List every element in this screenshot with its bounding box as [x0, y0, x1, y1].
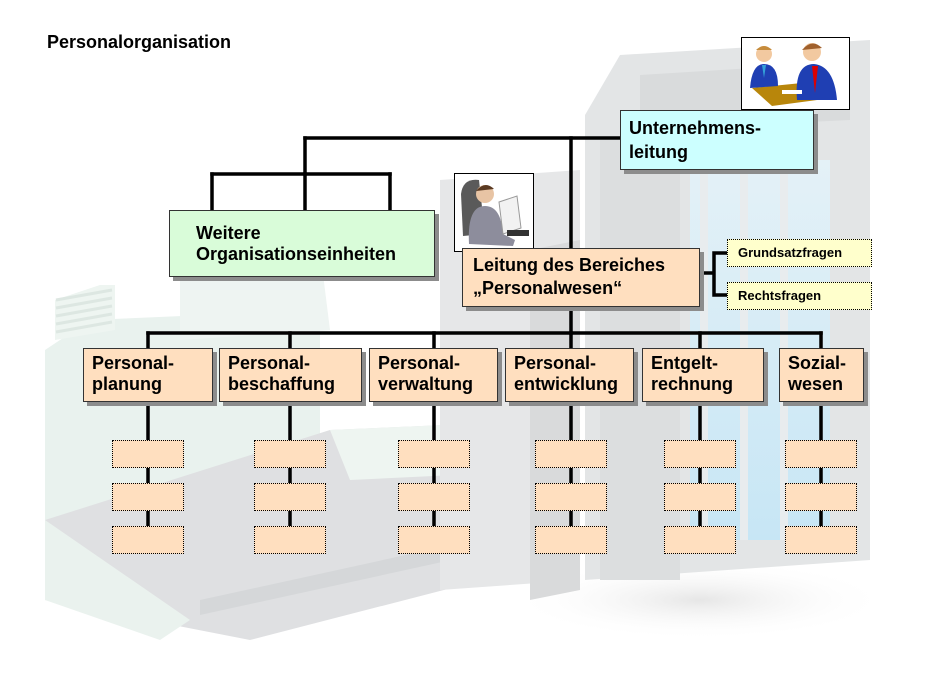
- department-personalentwicklung[interactable]: Personal- entwicklung: [505, 348, 634, 402]
- subunit-placeholder[interactable]: [112, 526, 184, 554]
- node-top-management[interactable]: Unternehmens- leitung: [620, 110, 814, 170]
- subunit-placeholder[interactable]: [535, 483, 607, 511]
- business-meeting-icon: [741, 37, 850, 110]
- department-line2: beschaffung: [228, 374, 336, 394]
- connector-department-drops: [146, 331, 823, 350]
- node-top-management-line1: Unternehmens-: [629, 118, 762, 138]
- node-hr-head-line1: Leitung des Bereiches: [473, 255, 666, 275]
- staff-unit-rechtsfragen[interactable]: Rechtsfragen: [727, 282, 872, 310]
- manager-reading-icon: [454, 173, 534, 252]
- node-hr-head-line2: „Personalwesen“: [473, 278, 623, 298]
- node-other-units-line2: Organisationseinheiten: [196, 244, 397, 264]
- department-line2: verwaltung: [378, 374, 474, 394]
- department-line2: wesen: [788, 374, 844, 394]
- subunit-placeholder[interactable]: [254, 483, 326, 511]
- connector-subunit-drops: [146, 400, 823, 542]
- subunit-placeholder[interactable]: [664, 526, 736, 554]
- department-personalplanung[interactable]: Personal- planung: [83, 348, 213, 402]
- staff-unit-label: Rechtsfragen: [738, 288, 822, 303]
- subunit-placeholder[interactable]: [785, 526, 857, 554]
- subunit-placeholder[interactable]: [535, 440, 607, 468]
- department-line1: Personal-: [228, 353, 311, 373]
- page-title: Personalorganisation: [47, 32, 232, 52]
- department-personalbeschaffung[interactable]: Personal- beschaffung: [219, 348, 362, 402]
- department-entgeltrechnung[interactable]: Entgelt- rechnung: [642, 348, 764, 402]
- department-personalverwaltung[interactable]: Personal- verwaltung: [369, 348, 498, 402]
- subunit-placeholder[interactable]: [785, 483, 857, 511]
- department-line2: rechnung: [651, 374, 734, 394]
- subunit-placeholder[interactable]: [664, 483, 736, 511]
- subunit-placeholder[interactable]: [664, 440, 736, 468]
- department-line1: Personal-: [514, 353, 597, 373]
- department-sozialwesen[interactable]: Sozial- wesen: [779, 348, 864, 402]
- subunit-placeholder[interactable]: [398, 526, 470, 554]
- department-line1: Personal-: [92, 353, 175, 373]
- subunit-placeholder[interactable]: [398, 440, 470, 468]
- connector-other-units-drops: [210, 172, 392, 212]
- subunit-placeholder[interactable]: [398, 483, 470, 511]
- node-other-units-line1: Weitere: [196, 223, 261, 243]
- subunit-placeholder[interactable]: [112, 440, 184, 468]
- department-line1: Entgelt-: [651, 353, 718, 373]
- department-line1: Sozial-: [788, 353, 847, 373]
- subunit-placeholder[interactable]: [535, 526, 607, 554]
- connector-staff-bracket: [698, 251, 730, 297]
- staff-unit-grundsatzfragen[interactable]: Grundsatzfragen: [727, 239, 872, 267]
- node-top-management-line2: leitung: [629, 142, 688, 162]
- department-line2: entwicklung: [514, 374, 619, 394]
- node-other-units[interactable]: Weitere Organisationseinheiten: [169, 210, 435, 277]
- department-line2: planung: [92, 374, 162, 394]
- staff-unit-label: Grundsatzfragen: [738, 245, 843, 260]
- subunit-placeholder[interactable]: [254, 526, 326, 554]
- subunit-placeholder[interactable]: [254, 440, 326, 468]
- subunit-placeholder[interactable]: [785, 440, 857, 468]
- department-line1: Personal-: [378, 353, 461, 373]
- subunit-placeholder[interactable]: [112, 483, 184, 511]
- node-hr-head[interactable]: Leitung des Bereiches „Personalwesen“: [462, 248, 700, 307]
